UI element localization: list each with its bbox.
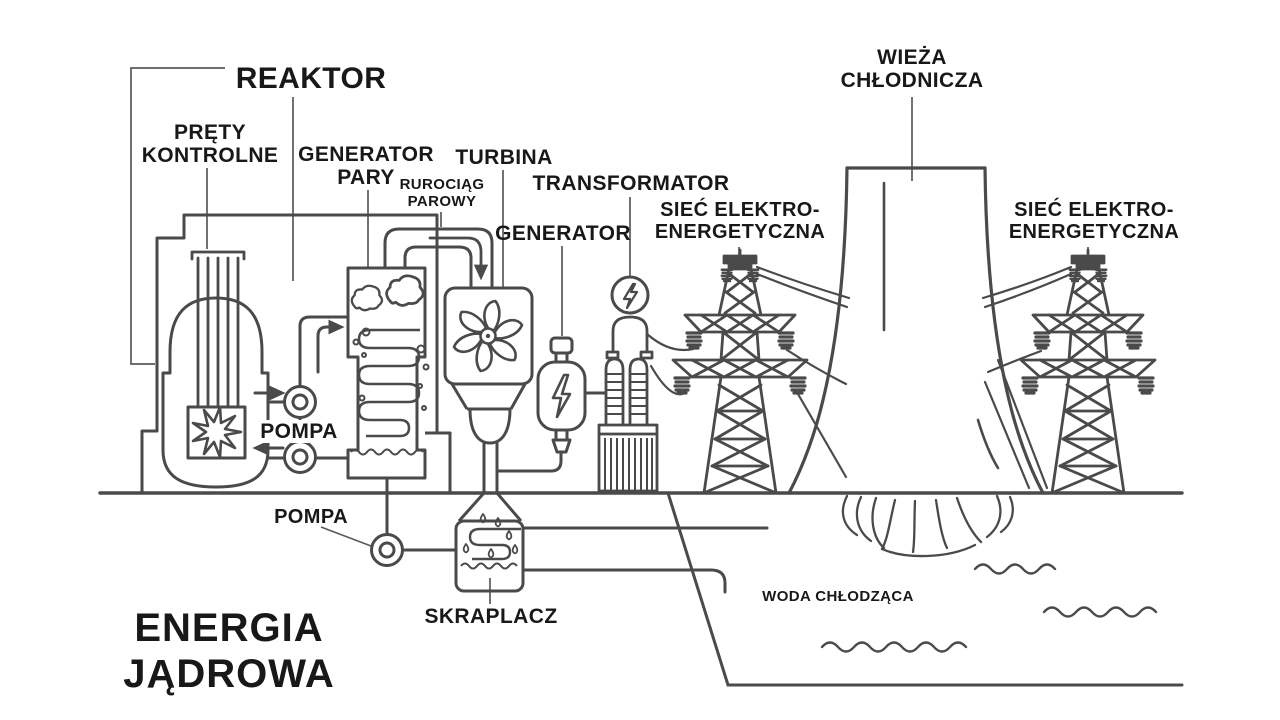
fission-starburst [191, 405, 243, 459]
reactor-core-box [186, 405, 247, 460]
flow-arrows-primary [252, 319, 345, 456]
steam-puff-left [350, 284, 384, 312]
label-reaktor: REAKTOR [235, 62, 387, 95]
label-rurociag-parowy: RUROCIĄG PAROWY [399, 176, 485, 210]
label-woda-chlodzaca: WODA CHŁODZĄCA [762, 588, 914, 605]
label-siec-left: SIEĆ ELEKTRO- ENERGETYCZNA [654, 199, 826, 243]
diagram-title: ENERGIA JĄDROWA [123, 606, 335, 696]
sg-water-line [350, 448, 424, 456]
label-transformator: TRANSFORMATOR [532, 172, 730, 195]
transformer-arch [611, 315, 649, 352]
label-skraplacz: SKRAPLACZ [424, 605, 558, 628]
label-generator: GENERATOR [495, 222, 631, 245]
label-generator-pary: GENERATOR PARY [298, 143, 434, 190]
condenser [454, 513, 525, 593]
electricity-icon [610, 275, 650, 315]
generator-bolt [551, 373, 572, 419]
pump-primary-top [283, 385, 317, 419]
generator-drain-pipe [497, 452, 563, 473]
power-wires [645, 265, 1073, 490]
label-siec-right: SIEĆ ELEKTRO- ENERGETYCZNA [1008, 199, 1180, 243]
electricity-bolt [622, 282, 639, 310]
transformer-fins [604, 438, 653, 491]
reactor-vessel [161, 296, 270, 489]
condenser-water-line [460, 562, 518, 570]
transformer [597, 275, 659, 493]
steam-flow-arrow [428, 236, 489, 281]
water-waves [820, 563, 1158, 653]
exhaust-flare [457, 492, 523, 522]
label-prety-kontrolne: PRĘTY KONTROLNE [141, 121, 279, 168]
sg-heat-coil [357, 328, 421, 438]
cooling-tower-inner-shade [976, 418, 1000, 470]
pump-primary-bottom [283, 440, 317, 474]
shore-line [666, 491, 1184, 687]
sg-bubbles [352, 327, 430, 411]
label-wieza-chlodnicza: WIEŻA CHŁODNICZA [840, 46, 984, 93]
steam-generator [346, 266, 452, 534]
pompa-condensate-pointer [320, 526, 372, 547]
turbine-fan [452, 297, 524, 375]
steam-pipe [383, 227, 494, 290]
cooling-water-pipes [401, 526, 769, 594]
steam-puff-right [384, 274, 425, 308]
reaktor-bracket [130, 67, 225, 365]
label-turbina: TURBINA [455, 146, 553, 169]
control-rods [190, 250, 246, 409]
turbine-exhaust-dome [468, 408, 512, 445]
aux-support [425, 431, 452, 493]
pointer-lines [130, 67, 1089, 604]
condenser-coil [468, 527, 521, 561]
pump-condensate [370, 533, 404, 567]
cooling-tower-mist [841, 494, 1014, 558]
generator-unit [497, 336, 606, 473]
generator-top-knob [549, 336, 574, 355]
turbine-exhaust-stem [482, 442, 499, 493]
label-pompa-primary: POMPA [257, 420, 341, 444]
label-pompa-condensate: POMPA [274, 506, 348, 528]
turbine [443, 286, 534, 522]
cooling-tower [787, 166, 1045, 495]
